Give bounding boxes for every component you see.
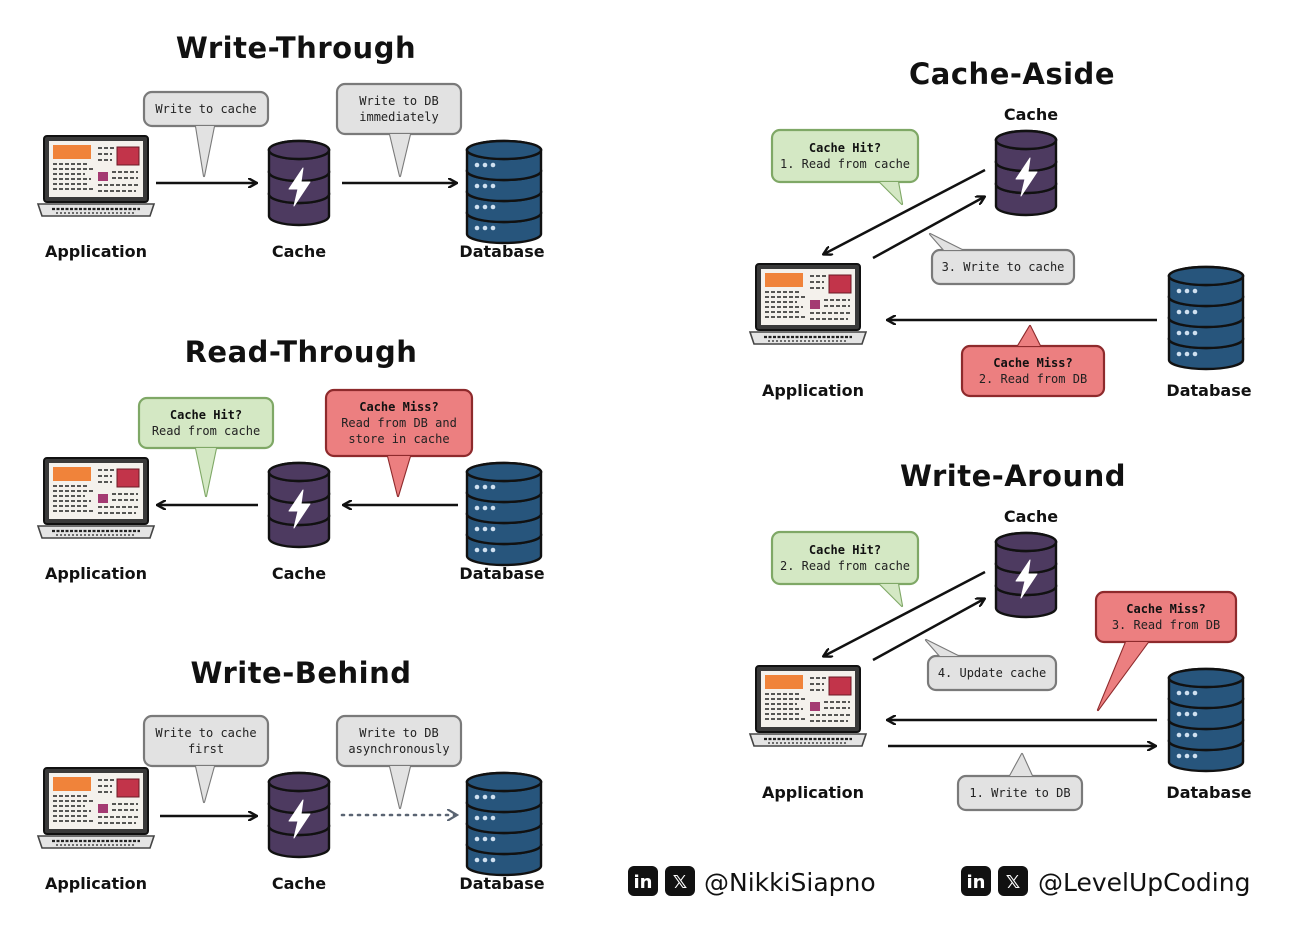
update-cache-bubble: 4. Update cache <box>924 638 1058 692</box>
laptop-icon <box>748 263 868 345</box>
social-footer: in 𝕏 @NikkiSiapno in 𝕏 @LevelUpCoding <box>628 866 1250 897</box>
bubble-line: 2. Read from cache <box>780 559 910 573</box>
svg-text:in: in <box>967 872 986 893</box>
laptop-icon <box>748 665 868 747</box>
cache-label: Cache <box>1004 507 1058 526</box>
cache-icon <box>994 129 1058 217</box>
database-icon <box>465 771 543 877</box>
database-label: Database <box>1166 783 1251 802</box>
bubble-line: Cache Miss? <box>993 356 1072 370</box>
bubble-line: Write to cache <box>155 726 256 740</box>
bubble-line: Cache Miss? <box>359 400 438 414</box>
arrow-cache-to-app <box>824 570 986 656</box>
x-icon: 𝕏 <box>665 866 695 896</box>
svg-text:in: in <box>634 872 653 893</box>
write-to-cache-bubble: Write to cache <box>142 90 270 178</box>
bubble-line: 2. Read from DB <box>979 372 1087 386</box>
bubble-line: asynchronously <box>348 742 449 756</box>
cache-label: Cache <box>272 564 326 583</box>
write-to-db-bubble: 1. Write to DB <box>956 752 1084 812</box>
write-around-title: Write-Around <box>900 459 1126 493</box>
database-label: Database <box>1166 381 1251 400</box>
cache-miss-bubble: Cache Miss? Read from DB and store in cach… <box>324 388 474 498</box>
cache-aside-section: Cache-Aside Cache Application Database C… <box>748 57 1252 400</box>
application-label: Application <box>45 874 147 893</box>
cache-miss-bubble: Cache Miss? 3. Read from DB <box>1094 590 1238 712</box>
bubble-line: immediately <box>359 110 438 124</box>
database-icon <box>465 461 543 567</box>
database-icon <box>465 139 543 245</box>
laptop-icon <box>36 457 156 539</box>
bubble-line: Cache Hit? <box>170 408 242 422</box>
arrow-cache-to-app <box>824 168 986 254</box>
cache-miss-bubble: Cache Miss? 2. Read from DB <box>960 324 1106 398</box>
laptop-icon <box>36 135 156 217</box>
bubble-line: store in cache <box>348 432 449 446</box>
read-through-section: Read-Through Application Cache Database … <box>36 335 545 583</box>
cache-hit-bubble: Cache Hit? 1. Read from cache <box>770 128 920 206</box>
cache-label: Cache <box>1004 105 1058 124</box>
linkedin-icon: in <box>628 866 658 896</box>
x-icon: 𝕏 <box>998 866 1028 896</box>
arrow-app-to-cache <box>872 599 984 662</box>
cache-label: Cache <box>272 242 326 261</box>
cache-aside-title: Cache-Aside <box>909 57 1115 91</box>
laptop-icon <box>36 767 156 849</box>
cache-hit-bubble: Cache Hit? 2. Read from cache <box>770 530 920 608</box>
handle-levelupcoding[interactable]: @LevelUpCoding <box>1038 868 1250 897</box>
bubble-line: 4. Update cache <box>938 666 1046 680</box>
bubble-line: Read from cache <box>152 424 260 438</box>
svg-text:𝕏: 𝕏 <box>673 872 688 893</box>
write-to-cache-first-bubble: Write to cache first <box>142 714 270 804</box>
read-through-title: Read-Through <box>185 335 418 369</box>
cache-label: Cache <box>272 874 326 893</box>
bubble-line: Cache Miss? <box>1126 602 1205 616</box>
database-label: Database <box>459 874 544 893</box>
write-to-db-bubble: Write to DB immediately <box>335 82 463 178</box>
write-to-cache-bubble: 3. Write to cache <box>928 232 1076 286</box>
bubble-line: 3. Read from DB <box>1112 618 1220 632</box>
cache-icon <box>267 139 331 227</box>
write-behind-section: Write-Behind Application Cache Database … <box>36 656 545 893</box>
bubble-line: Cache Hit? <box>809 543 881 557</box>
application-label: Application <box>45 564 147 583</box>
cache-hit-bubble: Cache Hit? Read from cache <box>137 396 275 498</box>
database-icon <box>1167 667 1245 773</box>
write-behind-title: Write-Behind <box>190 656 411 690</box>
bubble-line: 1. Read from cache <box>780 157 910 171</box>
write-through-title: Write-Through <box>176 31 416 65</box>
svg-text:𝕏: 𝕏 <box>1006 872 1021 893</box>
bubble-line: 1. Write to DB <box>969 786 1070 800</box>
handle-nikki[interactable]: @NikkiSiapno <box>704 868 876 897</box>
database-icon <box>1167 265 1245 371</box>
application-label: Application <box>762 783 864 802</box>
cache-icon <box>267 771 331 859</box>
write-to-db-async-bubble: Write to DB asynchronously <box>335 714 463 810</box>
bubble-line: Cache Hit? <box>809 141 881 155</box>
bubble-line: 3. Write to cache <box>942 260 1065 274</box>
bubble-line: Read from DB and <box>341 416 457 430</box>
write-around-section: Write-Around Cache Application Database … <box>748 459 1252 812</box>
database-label: Database <box>459 242 544 261</box>
linkedin-icon: in <box>961 866 991 896</box>
application-label: Application <box>762 381 864 400</box>
cache-icon <box>267 461 331 549</box>
bubble-line: Write to DB <box>359 726 438 740</box>
application-label: Application <box>45 242 147 261</box>
write-through-section: Write-Through Application Cache Database… <box>36 31 545 261</box>
arrow-app-to-cache <box>872 197 984 260</box>
bubble-line: Write to DB <box>359 94 438 108</box>
database-label: Database <box>459 564 544 583</box>
bubble-line: Write to cache <box>155 102 256 116</box>
cache-icon <box>994 531 1058 619</box>
bubble-line: first <box>188 742 224 756</box>
